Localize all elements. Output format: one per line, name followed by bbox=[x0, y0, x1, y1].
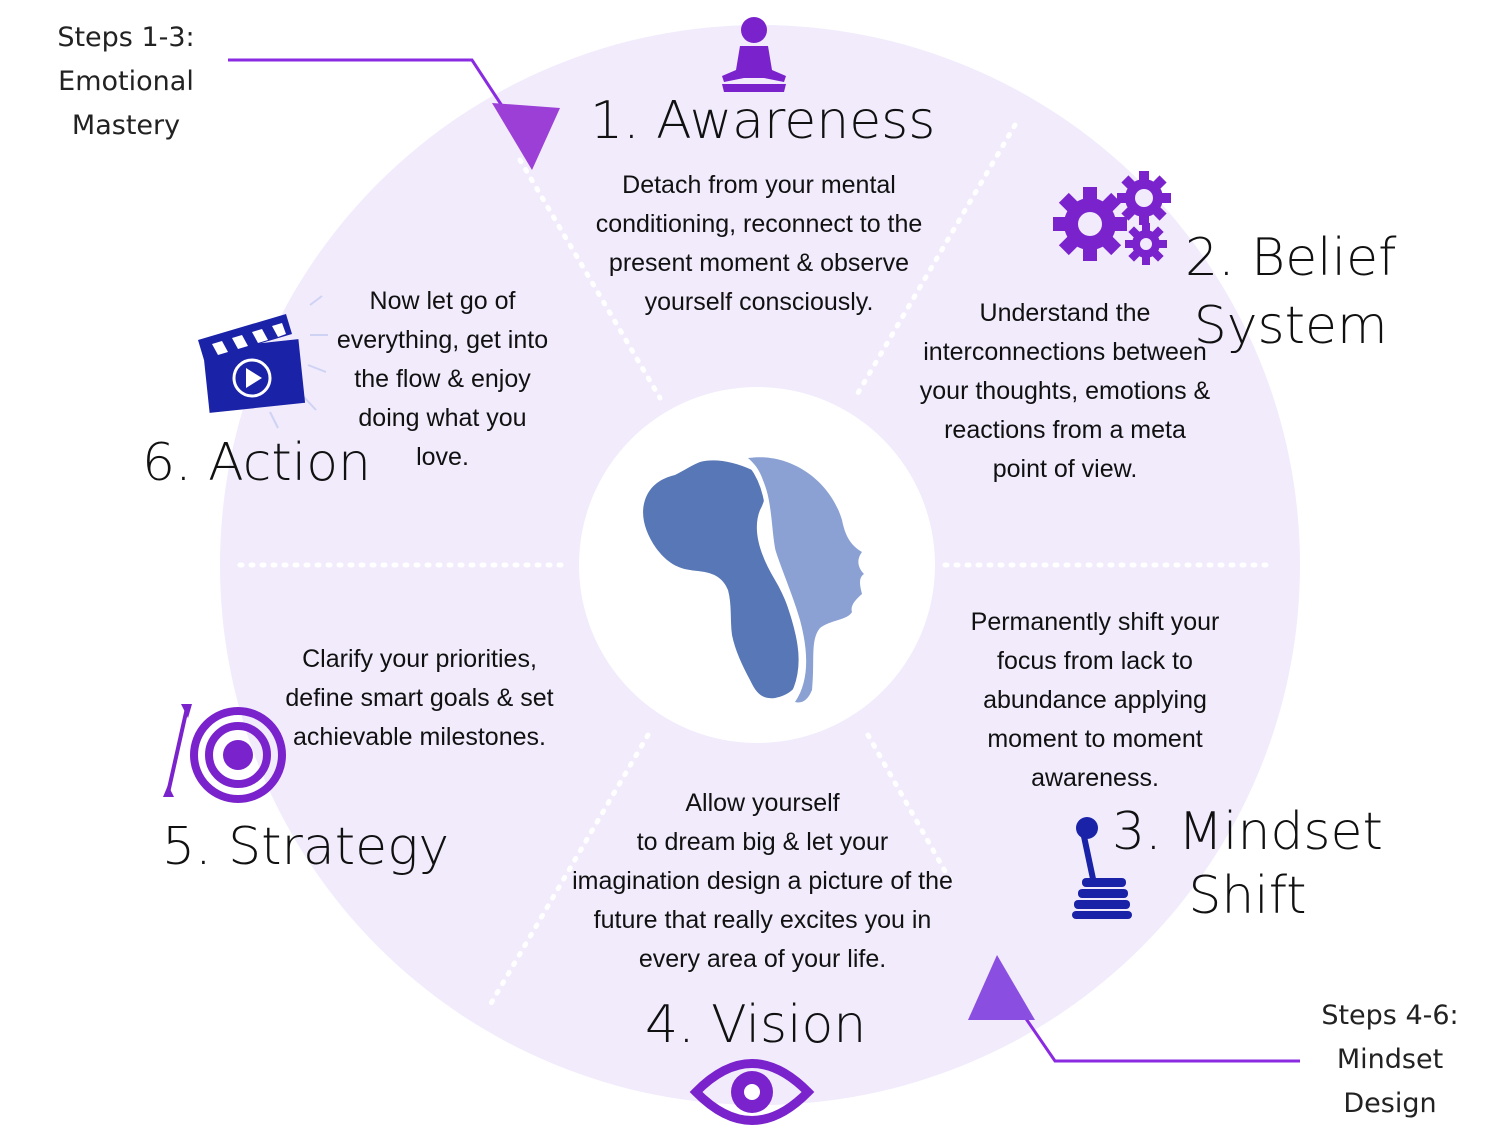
divider-top-right bbox=[852, 122, 1018, 401]
step-6-title: 6. Action bbox=[142, 433, 371, 493]
step-5-title: 5. Strategy bbox=[162, 817, 450, 877]
divider-bottom-left bbox=[487, 732, 651, 1008]
step-3-description: Permanently shift your focus from lack t… bbox=[970, 608, 1220, 792]
meditation-icon bbox=[722, 17, 786, 92]
step-5-description: Clarify your priorities, define smart go… bbox=[285, 645, 554, 751]
step-4-description: Allow yourself to dream big & let your i… bbox=[572, 789, 953, 973]
clapperboard-icon bbox=[198, 295, 328, 429]
step-6-description: Now let go of everything, get into the f… bbox=[336, 287, 549, 471]
eye-icon bbox=[689, 1059, 815, 1125]
gear-lever-icon bbox=[1072, 817, 1132, 919]
step-1-title: 1. Awareness bbox=[590, 91, 936, 151]
step-3-title: 3. Mindset Shift bbox=[1112, 802, 1383, 926]
annotation-steps-4-6: Steps 4-6: Mindset Design bbox=[1321, 1000, 1459, 1119]
step-4-title: 4. Vision bbox=[645, 995, 867, 1055]
target-arrow-icon bbox=[163, 704, 286, 803]
divider-top-left bbox=[517, 157, 663, 401]
annotation-connector-top bbox=[228, 58, 560, 170]
step-2-description: Understand the interconnections between … bbox=[919, 299, 1211, 483]
wheel-dividers bbox=[237, 122, 1273, 1008]
step-2-title: 2. Belief System bbox=[1185, 228, 1397, 356]
annotation-connector-bottom bbox=[968, 955, 1300, 1063]
africa-head-silhouette-icon bbox=[643, 457, 864, 703]
step-1-description: Detach from your mental conditioning, re… bbox=[595, 171, 923, 316]
annotation-steps-1-3: Steps 1-3: Emotional Mastery bbox=[57, 22, 195, 141]
